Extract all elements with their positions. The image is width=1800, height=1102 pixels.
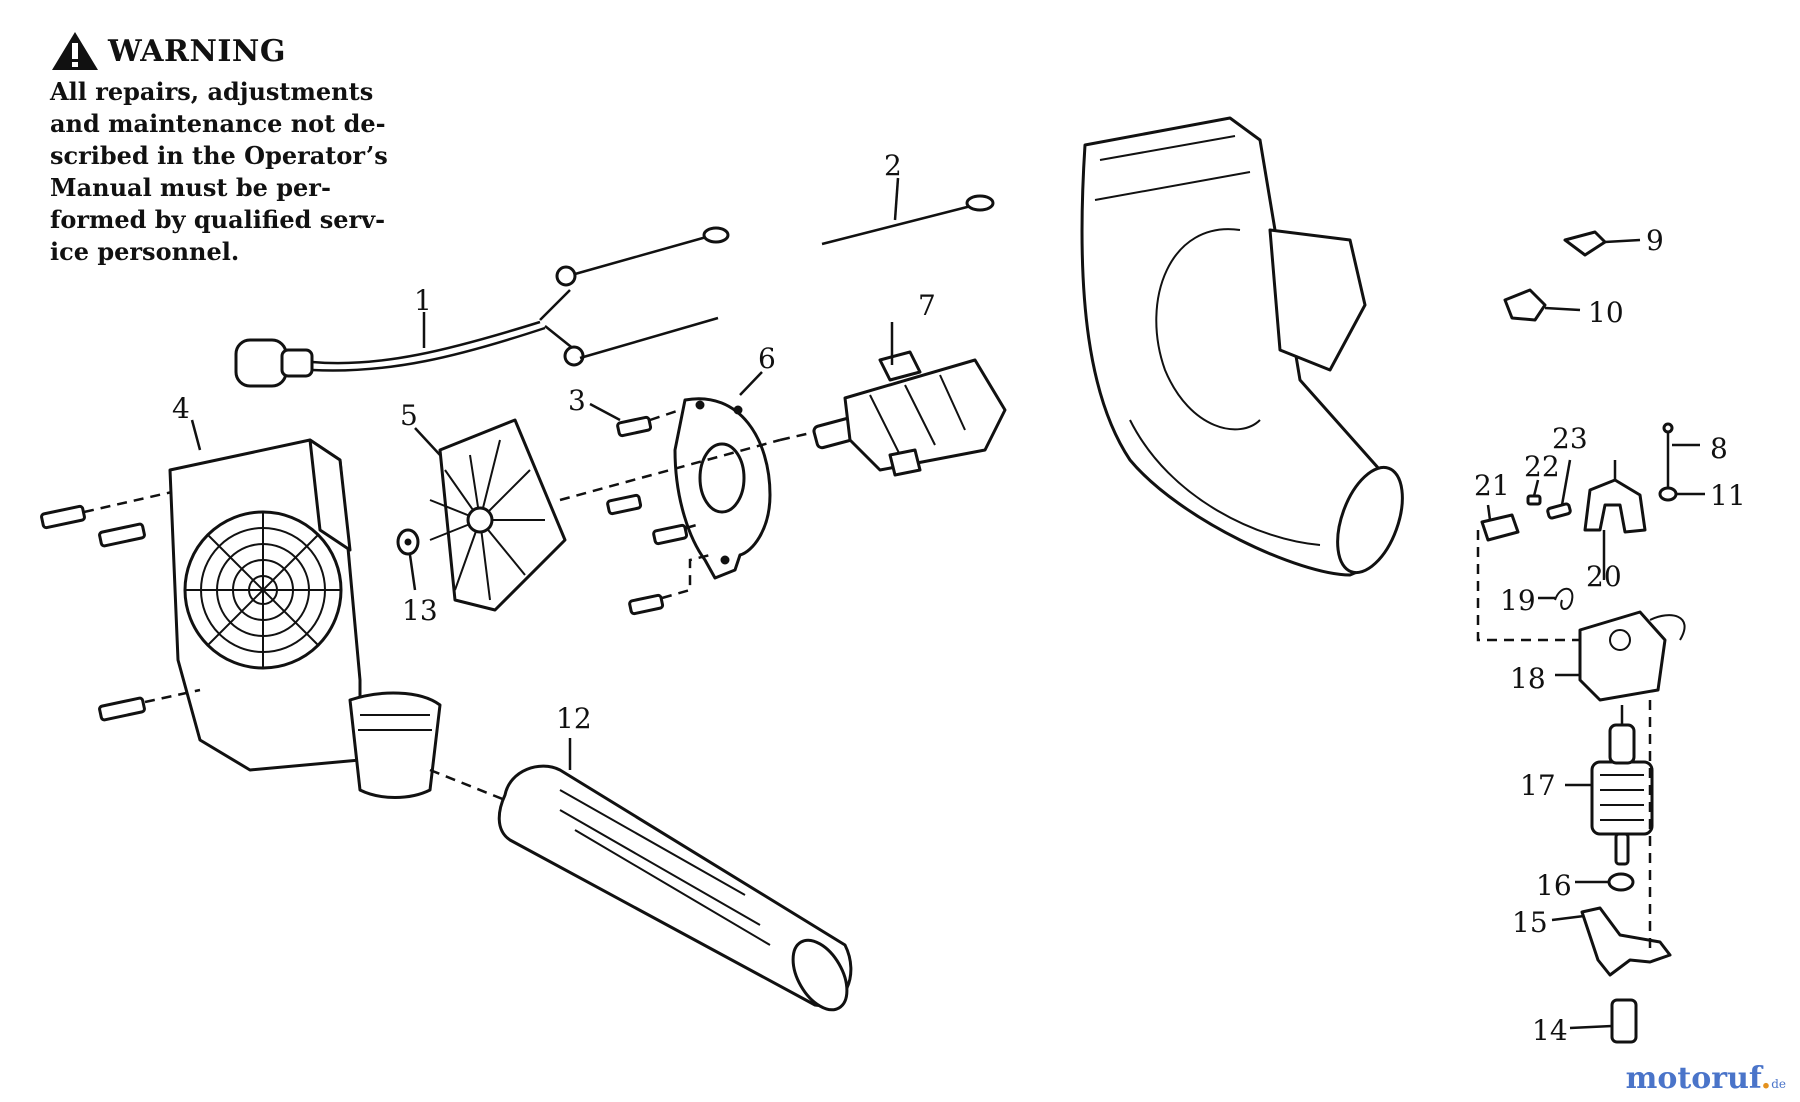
nut-part [396, 528, 420, 556]
warning-heading: WARNING [50, 30, 440, 72]
plate-screws [559, 408, 781, 616]
watermark-tld: de [1771, 1077, 1786, 1091]
clip-part-10 [1503, 288, 1581, 322]
callout-9: 9 [1646, 224, 1664, 257]
latch-part-9 [1563, 230, 1641, 257]
wire-lead-part [821, 194, 995, 246]
callout-20: 20 [1586, 560, 1622, 593]
callout-14: 14 [1532, 1014, 1568, 1047]
callout-4: 4 [172, 392, 190, 425]
power-cord-part [234, 226, 730, 388]
pin-part-22 [1526, 479, 1542, 506]
callout-11: 11 [1710, 479, 1746, 512]
fan-impeller-part [429, 418, 567, 612]
blower-housing-part [1080, 116, 1404, 577]
callout-7: 7 [918, 289, 936, 322]
callout-16: 16 [1536, 869, 1572, 902]
assembly-line [1476, 530, 1580, 642]
callout-12: 12 [556, 702, 592, 735]
blower-tube-part [429, 764, 853, 1012]
pin-part-23 [1546, 459, 1572, 520]
warning-line: ice personnel. [50, 237, 240, 266]
switch-bracket-part-20 [1583, 460, 1647, 534]
housing-cover-part [168, 438, 442, 799]
callout-8: 8 [1710, 432, 1728, 465]
warning-line: scribed in the Operator’s [50, 141, 388, 170]
brush-holder-part-18 [1555, 610, 1686, 702]
terminal-part-21 [1480, 504, 1520, 542]
warning-notice: WARNING All repairs, adjustments and mai… [50, 30, 440, 268]
callout-22: 22 [1524, 450, 1560, 483]
callout-23: 23 [1552, 422, 1588, 455]
washer-part-11 [1658, 486, 1705, 502]
callout-6: 6 [758, 342, 776, 375]
housing-screws [40, 490, 201, 722]
callout-19: 19 [1500, 584, 1536, 617]
warning-body: All repairs, adjustments and maintenance… [50, 76, 440, 268]
spring-part-19 [1538, 587, 1574, 610]
watermark-logo: motoruf.de [1626, 1061, 1786, 1096]
bushing-part-14 [1569, 998, 1638, 1044]
callout-13: 13 [402, 594, 438, 627]
warning-line: formed by qualified serv- [50, 205, 386, 234]
washer-part-16 [1575, 872, 1635, 892]
callout-10: 10 [1588, 296, 1624, 329]
callout-5: 5 [400, 399, 418, 432]
warning-line: and maintenance not de- [50, 109, 386, 138]
warning-title: WARNING [108, 33, 286, 69]
motor-stator-part [779, 350, 1007, 477]
warning-line: All repairs, adjustments [50, 77, 374, 106]
watermark-main: motoruf [1625, 1061, 1761, 1096]
callout-3: 3 [568, 384, 586, 417]
callout-17: 17 [1520, 769, 1556, 802]
callout-18: 18 [1510, 662, 1546, 695]
callout-21: 21 [1474, 469, 1510, 502]
armature-part-17 [1565, 705, 1654, 866]
screw-part-8 [1662, 422, 1700, 490]
mounting-plate-part [673, 397, 772, 580]
leader-lines [190, 177, 1606, 770]
bracket-part-15 [1551, 906, 1672, 977]
warning-line: Manual must be per- [50, 173, 331, 202]
callout-15: 15 [1512, 906, 1548, 939]
warning-triangle-icon [52, 32, 98, 70]
callout-2: 2 [884, 149, 902, 182]
watermark-dot: . [1760, 1061, 1772, 1096]
callout-1: 1 [414, 284, 432, 317]
